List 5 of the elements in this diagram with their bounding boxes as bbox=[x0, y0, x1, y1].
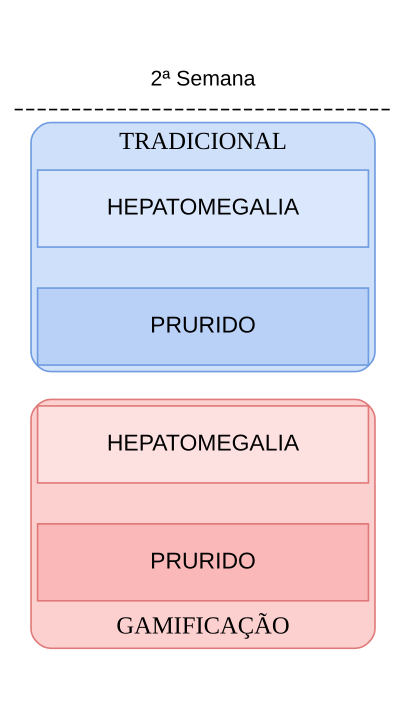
node-box: HEPATOMEGALIA bbox=[36, 168, 370, 248]
node-box: HEPATOMEGALIA bbox=[36, 404, 370, 484]
node-box: PRURIDO bbox=[36, 522, 370, 602]
node-box: PRURIDO bbox=[36, 286, 370, 366]
label: 2ª Semana bbox=[150, 66, 256, 90]
